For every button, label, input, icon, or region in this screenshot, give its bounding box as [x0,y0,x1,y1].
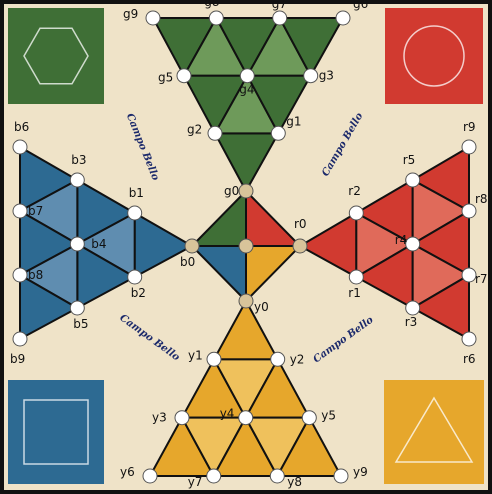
node-b2[interactable] [127,269,143,285]
node-r6[interactable] [461,331,477,347]
node-g6[interactable] [335,10,351,26]
node-b6[interactable] [12,139,28,155]
node-b1[interactable] [127,205,143,221]
node-y2[interactable] [270,351,286,367]
node-y8[interactable] [269,468,285,484]
node-y5[interactable] [301,410,317,426]
node-label-g1: g1 [286,114,301,128]
node-b4[interactable] [69,236,85,252]
node-b3[interactable] [69,172,85,188]
node-r8[interactable] [461,203,477,219]
node-label-y4: y4 [220,407,235,421]
node-g8[interactable] [208,10,224,26]
node-y6[interactable] [142,468,158,484]
node-label-r4: r4 [395,233,408,247]
node-g3[interactable] [303,68,319,84]
cell-y [275,415,343,477]
node-label-g2: g2 [187,122,202,136]
node-g1[interactable] [270,125,286,141]
node-label-g0: g0 [224,184,239,198]
node-g5[interactable] [176,68,192,84]
node-label-r0: r0 [294,217,307,231]
node-label-y0: y0 [254,300,269,314]
node-label-b6: b6 [14,120,29,134]
node-label-r5: r5 [403,153,416,167]
node-label-g9: g9 [123,7,138,21]
node-label-y1: y1 [188,348,203,362]
center-wedge-y [245,245,303,304]
node-label-g5: g5 [158,71,173,85]
cell-r [410,273,470,341]
triangle-icon [394,396,474,463]
node-label-b5: b5 [73,317,88,331]
node-g9[interactable] [145,10,161,26]
node-y9[interactable] [333,468,349,484]
node-label-r8: r8 [475,192,488,206]
node-g4[interactable] [239,68,255,84]
node-label-b3: b3 [71,153,86,167]
cell-b [19,273,80,341]
node-g0[interactable] [238,183,254,199]
node-r3[interactable] [405,300,421,316]
square-icon [23,399,89,465]
node-g2[interactable] [207,125,223,141]
node-label-b8: b8 [28,268,43,282]
hexagon-icon [23,27,89,85]
node-label-b7: b7 [28,204,43,218]
node-b7[interactable] [12,203,28,219]
node-label-r7: r7 [475,272,488,286]
node-label-g8: g8 [204,0,219,9]
node-r1[interactable] [348,269,364,285]
node-y7[interactable] [206,468,222,484]
node-r9[interactable] [461,139,477,155]
node-y4[interactable] [238,410,254,426]
cell-g [277,17,345,78]
node-label-r6: r6 [463,352,476,366]
node-r5[interactable] [405,172,421,188]
node-label-r9: r9 [463,120,476,134]
node-b9[interactable] [12,331,28,347]
node-y1[interactable] [206,351,222,367]
node-label-r1: r1 [348,286,361,300]
node-b0[interactable] [184,238,200,254]
node-label-y7: y7 [188,475,203,489]
triangle-b [17,145,195,341]
corner-top-right [385,8,483,104]
node-label-b1: b1 [129,186,144,200]
node-label-b0: b0 [180,255,195,269]
node-b5[interactable] [69,300,85,316]
node-label-b4: b4 [91,237,106,251]
node-r0[interactable] [292,238,308,254]
node-label-g3: g3 [319,69,334,83]
node-label-y3: y3 [152,411,167,425]
corner-top-left [8,8,104,104]
corner-bottom-right [384,380,484,484]
node-label-g7: g7 [272,0,287,11]
node-b8[interactable] [12,267,28,283]
node-r4[interactable] [405,236,421,252]
node-label-r2: r2 [348,184,361,198]
node-label-y5: y5 [321,409,336,423]
node-g7[interactable] [272,10,288,26]
node-label-y6: y6 [120,465,135,479]
circle-icon [403,25,465,87]
node-label-b9: b9 [10,352,25,366]
node-y0[interactable] [238,293,254,309]
node-label-g6: g6 [353,0,368,11]
node-label-y8: y8 [287,475,302,489]
node-r2[interactable] [348,205,364,221]
triangle-r [297,145,472,341]
node-label-g4: g4 [239,83,254,97]
node-center[interactable] [238,238,254,254]
node-label-y9: y9 [353,465,368,479]
node-label-b2: b2 [131,286,146,300]
triangle-y [148,298,343,479]
node-label-y2: y2 [290,352,305,366]
triangle-g [151,15,345,194]
corner-bottom-left [8,380,104,484]
node-y3[interactable] [174,410,190,426]
node-label-r3: r3 [405,315,418,329]
node-r7[interactable] [461,267,477,283]
